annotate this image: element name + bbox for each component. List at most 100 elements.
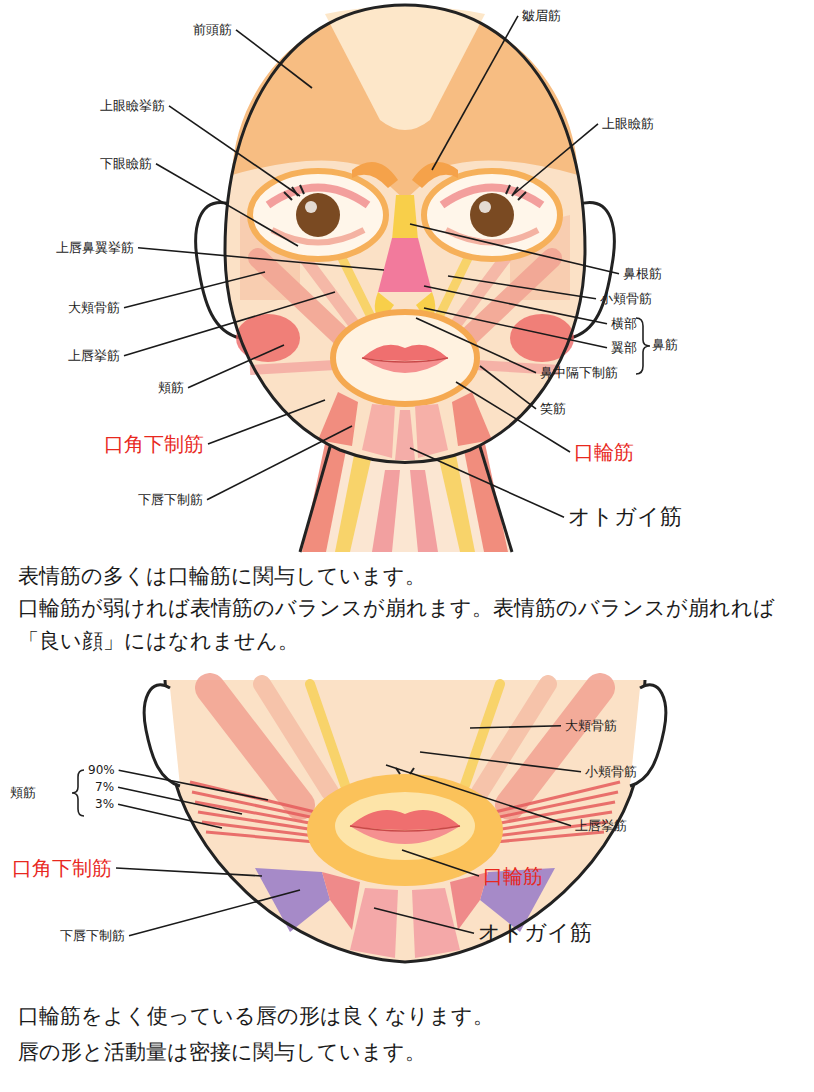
mentalis xyxy=(395,410,415,460)
risorius xyxy=(250,365,335,370)
leader-line xyxy=(420,752,581,772)
depressor-anguli xyxy=(255,868,330,932)
caption-text: 表情筋の多くは口輪筋に関与しています。 xyxy=(18,560,814,593)
leader-line xyxy=(129,890,300,936)
zygomaticus-major xyxy=(210,688,300,805)
lower-lip xyxy=(350,826,460,844)
leader-line xyxy=(374,908,474,933)
muscle-label: オトガイ筋 xyxy=(568,504,682,530)
muscle-label: 小頬骨筋 xyxy=(600,291,652,307)
muscle-label: 下唇下制筋 xyxy=(138,492,203,508)
leader-line xyxy=(456,382,570,452)
percent-label: 7% xyxy=(95,780,114,794)
muscle-label: 大頬骨筋 xyxy=(565,718,617,734)
muscle-label: 頬筋 xyxy=(158,380,184,396)
leader-line xyxy=(402,850,479,876)
levator-labii xyxy=(338,250,375,325)
levator-labii xyxy=(465,684,500,785)
muscle-label: 横部 xyxy=(611,316,637,332)
galea xyxy=(325,6,485,130)
leader-line xyxy=(416,318,536,373)
muscle-label: 上眼瞼筋 xyxy=(602,116,654,132)
neck-band xyxy=(372,470,400,552)
eye-glint xyxy=(305,201,317,213)
neck-line xyxy=(478,440,512,552)
leader-line xyxy=(424,286,607,324)
muscle-label: 鼻根筋 xyxy=(623,266,662,282)
bracket xyxy=(72,770,84,816)
orbicularis-inner xyxy=(335,792,475,860)
leader-line xyxy=(410,448,564,517)
procerus xyxy=(392,195,418,240)
percent-label: 90% xyxy=(88,763,115,777)
muscle-label: 笑筋 xyxy=(540,401,566,417)
lower-face xyxy=(165,680,645,962)
levator-labii xyxy=(310,684,345,785)
orbicularis-oris xyxy=(307,774,503,886)
muscle-label: 大頬骨筋 xyxy=(68,300,120,316)
leader-line xyxy=(208,400,325,444)
lower-lip xyxy=(362,358,448,373)
head xyxy=(225,5,585,463)
frontalis xyxy=(232,7,578,200)
depressor-labii xyxy=(362,404,395,458)
upper-lip xyxy=(350,810,460,830)
corrugator xyxy=(352,162,398,188)
mentalis xyxy=(350,888,398,958)
leader-line xyxy=(138,248,384,270)
orbicularis-oculi xyxy=(250,171,386,259)
eyeball xyxy=(470,193,514,237)
caption-text: 口輪筋が弱ければ表情筋のバランスが崩れます。表情筋のバランスが崩れれば「良い顔」… xyxy=(18,592,814,657)
percent-label: 3% xyxy=(95,797,114,811)
muscle-label: 口輪筋 xyxy=(574,440,634,464)
caption-text: 口輪筋をよく使っている唇の形は良くなります。 xyxy=(18,1000,814,1033)
leader-line xyxy=(386,765,571,826)
depressor-labii xyxy=(415,404,448,458)
muscle-label: 前頭筋 xyxy=(193,22,232,38)
leader-line xyxy=(432,16,518,170)
muscle-label: 下唇下制筋 xyxy=(60,928,125,944)
zygomaticus-major xyxy=(510,688,600,805)
leader-line xyxy=(118,787,242,814)
muscle-label: オトガイ筋 xyxy=(478,920,592,946)
eye-glint xyxy=(479,201,491,213)
leader-line xyxy=(514,124,598,194)
leader-line xyxy=(116,868,262,876)
muscle-label: 翼部 xyxy=(611,340,637,356)
bracket xyxy=(636,318,650,374)
caption-text: 唇の形と活動量は密接に関与しています。 xyxy=(18,1036,814,1069)
leader-line xyxy=(118,804,222,828)
neck-line xyxy=(300,440,332,552)
muscle-label: 上唇挙筋 xyxy=(575,818,627,834)
neck-band xyxy=(438,450,475,552)
upper-lip xyxy=(362,345,448,361)
leader-line xyxy=(188,345,284,388)
orbicularis-oris xyxy=(333,312,477,404)
neck-band xyxy=(410,470,438,552)
muscle-label: 上眼瞼挙筋 xyxy=(100,98,165,114)
ear xyxy=(144,685,180,786)
muscle-label: 口角下制筋 xyxy=(104,432,204,456)
muscle-label: 皺眉筋 xyxy=(522,8,561,24)
leader-line xyxy=(236,30,312,88)
muscle-label: 上唇鼻翼挙筋 xyxy=(56,240,134,256)
group-label: 頬筋 xyxy=(10,785,36,801)
head-outline xyxy=(225,5,585,463)
lip-line xyxy=(362,358,448,362)
muscle-label: 下眼瞼筋 xyxy=(100,156,152,172)
group-label: 鼻筋 xyxy=(652,337,678,353)
depressor-labii xyxy=(322,872,360,930)
muscle-label: 口角下制筋 xyxy=(12,856,112,880)
lip-line xyxy=(350,826,460,831)
lower-face-outline xyxy=(165,680,645,962)
leader-line xyxy=(424,308,607,348)
orbicularis-oculi xyxy=(424,171,560,259)
leader-line xyxy=(124,272,265,308)
leader-line xyxy=(470,726,561,728)
muscle-label: 口輪筋 xyxy=(483,864,543,888)
eyeball xyxy=(296,193,340,237)
leader-line xyxy=(119,770,268,800)
neck-band xyxy=(335,450,372,552)
leader-line xyxy=(124,292,335,356)
